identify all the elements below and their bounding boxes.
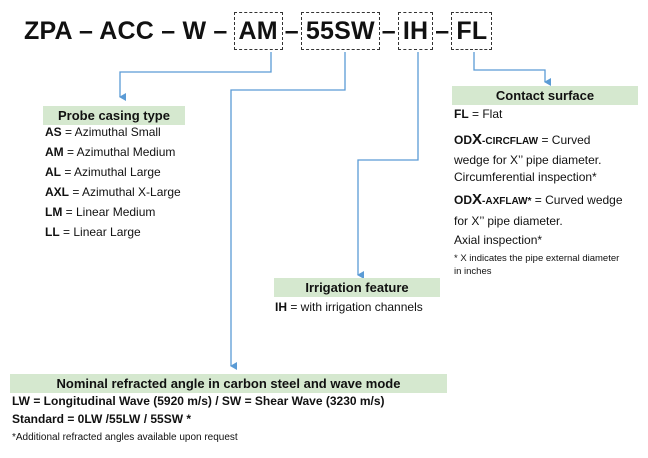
- list-item: FL = Flat: [454, 107, 503, 121]
- probe-casing-header: Probe casing type: [43, 106, 185, 125]
- footnote: *Additional refracted angles available u…: [12, 432, 238, 443]
- irrigation-item: IH = with irrigation channels: [275, 300, 423, 314]
- list-item: AS = Azimuthal Small: [45, 125, 161, 139]
- code-dash: –: [381, 17, 396, 45]
- list-item-text: Axial inspection*: [454, 233, 543, 247]
- list-item-text: wedge for X’’ pipe diameter.: [454, 153, 602, 167]
- list-item: LL = Linear Large: [45, 225, 141, 239]
- code-dash: –: [435, 17, 450, 45]
- code-prefix: ZPA – ACC – W –: [24, 17, 228, 45]
- standard-angles-line: Standard = 0LW /55LW / 55SW *: [12, 412, 192, 426]
- connector-fl: [473, 52, 551, 86]
- refracted-angle-header: Nominal refracted angle in carbon steel …: [10, 374, 447, 393]
- code-segment-ih: IH: [397, 12, 434, 50]
- list-item: AL = Azimuthal Large: [45, 165, 161, 179]
- code-segment-fl: FL: [451, 12, 493, 50]
- list-item-text: for X’’ pipe diameter.: [454, 214, 563, 228]
- list-item: LM = Linear Medium: [45, 205, 156, 219]
- list-item: AM = Azimuthal Medium: [45, 145, 176, 159]
- irrigation-header: Irrigation feature: [274, 278, 440, 297]
- wave-mode-line: LW = Longitudinal Wave (5920 m/s) / SW =…: [12, 394, 385, 408]
- code-dash: –: [284, 17, 299, 45]
- list-item-text: Circumferential inspection*: [454, 170, 597, 184]
- connector-ih: [357, 52, 419, 279]
- footnote: in inches: [454, 266, 492, 277]
- footnote: * X indicates the pipe external diameter: [454, 253, 620, 264]
- connector-am: [119, 52, 272, 101]
- part-number-code: ZPA – ACC – W – AM – 55SW – IH – FL: [24, 10, 493, 52]
- list-item: ODX-CIRCFLAW = Curved: [454, 131, 591, 148]
- code-segment-55sw: 55SW: [300, 12, 380, 50]
- connector-55sw: [230, 52, 346, 370]
- list-item: ODX-AXFLAW* = Curved wedge: [454, 191, 623, 208]
- probe-casing-list: AS = Azimuthal Small AM = Azimuthal Medi…: [45, 122, 181, 242]
- list-item: AXL = Azimuthal X-Large: [45, 185, 181, 199]
- contact-surface-list: FL = Flat ODX-CIRCFLAW = Curved wedge fo…: [454, 104, 644, 278]
- code-segment-am: AM: [233, 12, 283, 50]
- contact-surface-header: Contact surface: [452, 86, 638, 105]
